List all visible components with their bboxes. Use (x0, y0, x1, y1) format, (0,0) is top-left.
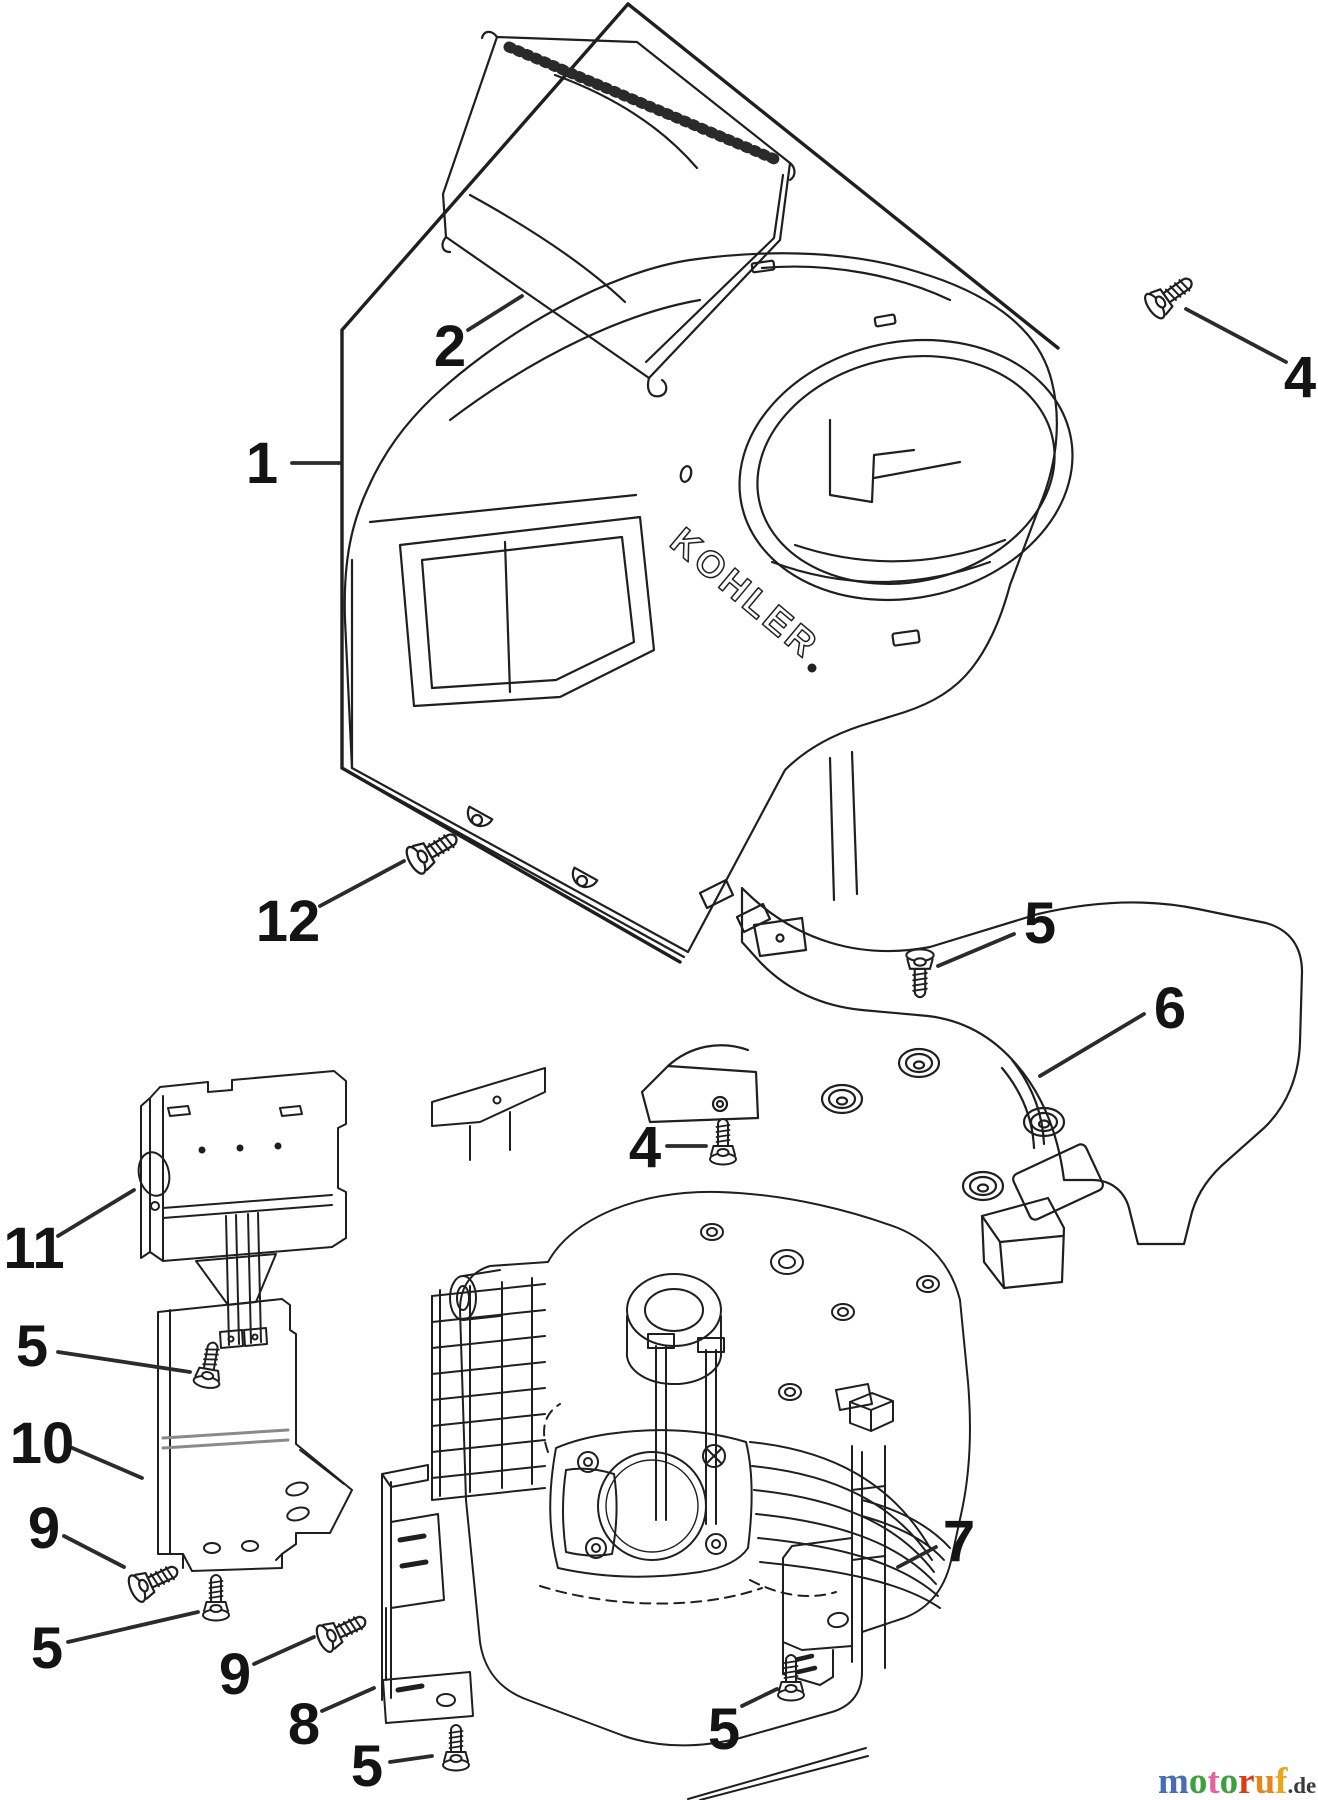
part-2-housing-cover (441, 30, 796, 398)
part-1-group-boundary (340, 2, 1060, 964)
wm-letter: u (1255, 1761, 1276, 1800)
part-8-bracket (381, 1464, 474, 1724)
kohler-logo-text: KOHLER (663, 520, 827, 667)
baffle-grommet-boss (820, 1047, 1066, 1202)
callout-label-8: 8 (288, 1692, 320, 1757)
callout-label-5-left-upper: 5 (16, 1314, 48, 1379)
callout-label-11: 11 (3, 1216, 64, 1281)
motoruf-watermark-logo: motoruf.de (1158, 1761, 1316, 1800)
screw-part-9-mid-icon (312, 1605, 373, 1656)
screw-part-5-bottom-mid-icon (442, 1724, 470, 1772)
callout-labels: 1 2 4 12 5 6 4 11 5 10 9 5 9 8 5 7 5 (3, 314, 1316, 1799)
wm-letter: t (1207, 1761, 1220, 1800)
part-10-heat-shield (157, 1298, 353, 1572)
callout-label-5-bottom-mid: 5 (351, 1734, 383, 1799)
callout-label-10: 10 (10, 1411, 75, 1476)
engine-crankcase (431, 1067, 971, 1800)
callout-label-1: 1 (246, 431, 278, 496)
wm-letter: f (1275, 1761, 1288, 1800)
kohler-logo-dot (807, 663, 817, 673)
callout-label-2: 2 (434, 314, 466, 379)
part-6-baffle (640, 886, 1304, 1290)
callout-leader-lines (56, 294, 1288, 1764)
part-11-bracket (137, 1070, 347, 1349)
callout-label-5-mid: 5 (1024, 891, 1056, 956)
wm-letter: o (1189, 1761, 1208, 1800)
callout-label-5-bottom-right: 5 (708, 1697, 740, 1762)
callout-label-9-mid: 9 (219, 1642, 251, 1707)
callout-label-9-left: 9 (28, 1496, 60, 1561)
callout-label-4-top: 4 (1284, 345, 1316, 410)
part-7-bracket (782, 1392, 894, 1686)
screw-part-4-top-icon (1140, 268, 1201, 323)
screw-part-5-bottom-right-icon (777, 1654, 805, 1702)
callout-label-6: 6 (1154, 976, 1186, 1041)
wm-letter: o (1220, 1761, 1239, 1800)
callout-label-5-left-lower: 5 (31, 1616, 63, 1681)
callout-label-7: 7 (943, 1509, 975, 1574)
callout-label-12: 12 (256, 889, 321, 954)
screw-part-5-mid-icon (905, 948, 935, 999)
screws (124, 268, 1201, 1772)
screw-part-4-mid-icon (709, 1118, 737, 1166)
callout-label-4-mid: 4 (629, 1115, 661, 1180)
screw-part-5-left-lower-icon (202, 1574, 230, 1622)
wm-letter: m (1158, 1761, 1189, 1800)
wm-letter: r (1238, 1761, 1254, 1800)
wm-suffix: .de (1288, 1773, 1317, 1798)
screw-part-9-left-icon (124, 1555, 185, 1606)
